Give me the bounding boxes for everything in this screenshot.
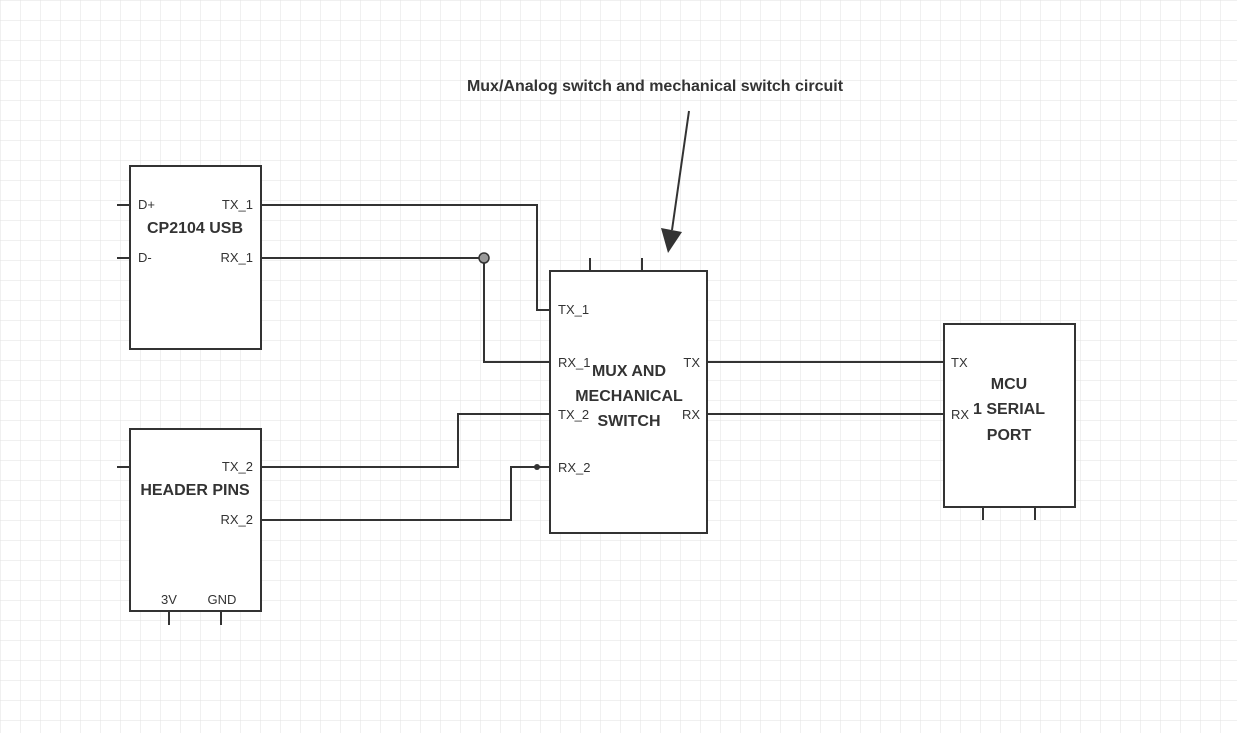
mux-pin-tx: TX bbox=[683, 355, 700, 370]
junction-rx1[interactable] bbox=[478, 252, 490, 264]
mux-title-line-1: MUX AND bbox=[592, 363, 666, 380]
cp2104-pin-dminus: D- bbox=[138, 250, 152, 265]
annotation-arrow[interactable] bbox=[661, 110, 690, 253]
mcu-title-line-1: MCU bbox=[991, 376, 1027, 393]
cp2104-pin-dplus: D+ bbox=[138, 197, 155, 212]
header-pins-block[interactable]: TX_2 RX_2 3V GND HEADER PINS bbox=[117, 428, 262, 625]
cp2104-pin-rx1: RX_1 bbox=[220, 250, 253, 265]
mux-switch-block[interactable]: TX_1 RX_1 TX_2 RX_2 TX RX MUX AND MECHAN… bbox=[549, 258, 708, 534]
header-pin-3v: 3V bbox=[161, 592, 177, 607]
mux-pin-tx2: TX_2 bbox=[558, 407, 589, 422]
mcu-block[interactable]: TX RX MCU 1 SERIAL PORT bbox=[943, 323, 1076, 520]
wire-header-rx2-to-mux-rx2[interactable] bbox=[262, 466, 550, 521]
cp2104-usb-box[interactable] bbox=[129, 165, 262, 350]
cp2104-usb-block[interactable]: D+ D- TX_1 RX_1 CP2104 USB bbox=[117, 165, 262, 350]
mcu-box[interactable] bbox=[943, 323, 1076, 508]
mcu-pin-rx: RX bbox=[951, 407, 969, 422]
junction-rx2[interactable] bbox=[534, 464, 540, 470]
mux-title-line-3: SWITCH bbox=[597, 413, 660, 430]
header-pin-gnd: GND bbox=[208, 592, 237, 607]
mcu-pin-tx: TX bbox=[951, 355, 968, 370]
wire-cp2104-tx1-to-mux-tx1[interactable] bbox=[262, 204, 550, 311]
mux-pin-rx1: RX_1 bbox=[558, 355, 591, 370]
wire-cp2104-rx1-to-mux-rx1[interactable] bbox=[262, 257, 550, 363]
mux-title-line-2: MECHANICAL bbox=[575, 388, 683, 405]
annotation-label: Mux/Analog switch and mechanical switch … bbox=[467, 78, 844, 95]
wire-header-tx2-to-mux-tx2[interactable] bbox=[262, 413, 550, 468]
mux-pin-rx: RX bbox=[682, 407, 700, 422]
wires bbox=[262, 204, 944, 521]
mux-switch-box[interactable] bbox=[549, 270, 708, 534]
header-pins-title: HEADER PINS bbox=[140, 482, 250, 499]
header-pins-box[interactable] bbox=[129, 428, 262, 612]
cp2104-pin-tx1: TX_1 bbox=[222, 197, 253, 212]
header-pin-tx2: TX_2 bbox=[222, 459, 253, 474]
mcu-title-line-2: 1 SERIAL bbox=[973, 401, 1045, 418]
mcu-title-line-3: PORT bbox=[987, 427, 1032, 444]
mux-pin-rx2: RX_2 bbox=[558, 460, 591, 475]
cp2104-usb-title: CP2104 USB bbox=[147, 220, 243, 237]
mux-pin-tx1: TX_1 bbox=[558, 302, 589, 317]
header-pin-rx2: RX_2 bbox=[220, 512, 253, 527]
